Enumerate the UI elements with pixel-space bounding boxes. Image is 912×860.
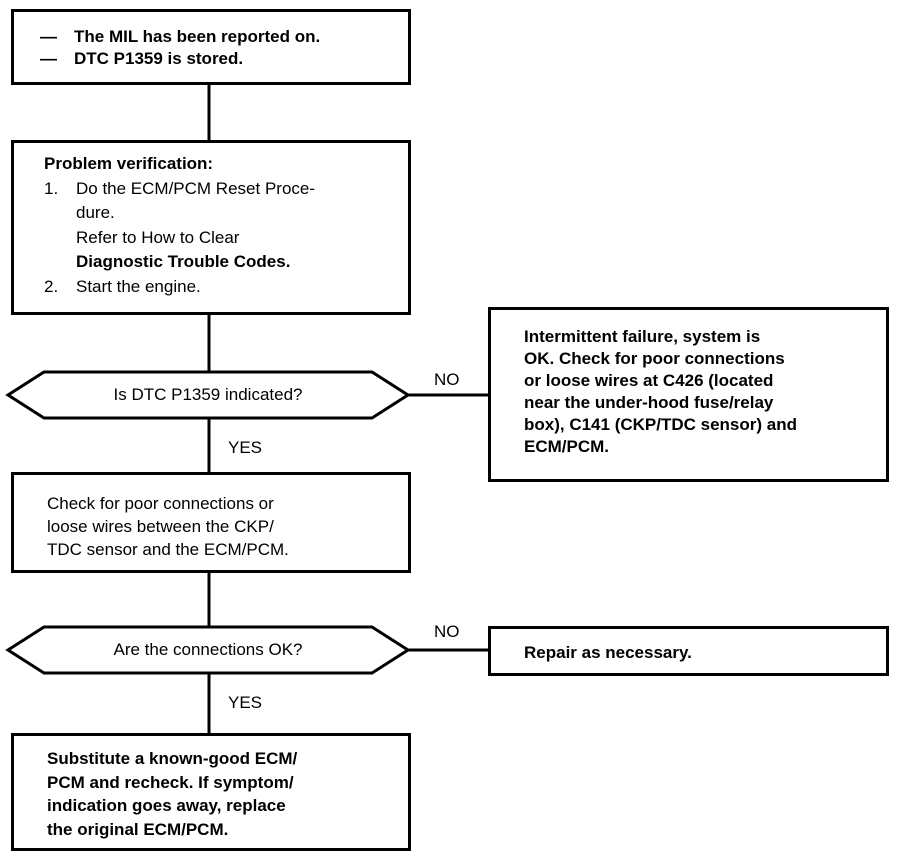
decision1-no-label: NO bbox=[434, 370, 460, 389]
dash-bullet: — bbox=[40, 27, 57, 46]
start-text-2: DTC P1359 is stored. bbox=[74, 49, 244, 68]
check-text-2: loose wires between the CKP/ bbox=[47, 517, 274, 536]
step-1-text-d: Diagnostic Trouble Codes. bbox=[76, 252, 291, 271]
decision1-label: Is DTC P1359 indicated? bbox=[113, 385, 303, 404]
substitute-text-1: Substitute a known-good ECM/ bbox=[47, 749, 298, 768]
step-2-text: Start the engine. bbox=[76, 276, 201, 296]
intermittent-text-4: near the under-hood fuse/relay bbox=[524, 393, 774, 412]
verification-step-1: 1. Do the ECM/PCM Reset Proce- bbox=[44, 177, 398, 202]
step-1-number: 1. bbox=[44, 178, 59, 198]
intermittent-text-6: ECM/PCM. bbox=[524, 437, 609, 456]
start-text-1: The MIL has been reported on. bbox=[74, 27, 321, 46]
decision2-label: Are the connections OK? bbox=[113, 640, 303, 659]
substitute-text-3: indication goes away, replace bbox=[47, 796, 286, 815]
verification-box: Problem verification: 1. Do the ECM/PCM … bbox=[11, 140, 411, 315]
substitute-box: Substitute a known-good ECM/ PCM and rec… bbox=[11, 733, 411, 851]
intermittent-text-5: box), C141 (CKP/TDC sensor) and bbox=[524, 415, 797, 434]
start-box: — The MIL has been reported on. — DTC P1… bbox=[11, 9, 411, 85]
intermittent-text-1: Intermittent failure, system is bbox=[524, 327, 761, 346]
step-1-text-b: dure. bbox=[76, 203, 115, 222]
step-2-number: 2. bbox=[44, 276, 59, 296]
start-line-1: — The MIL has been reported on. bbox=[40, 26, 396, 48]
decision1-hexagon bbox=[5, 370, 411, 420]
decision2-yes-label: YES bbox=[228, 693, 263, 712]
dash-bullet: — bbox=[40, 49, 57, 68]
substitute-text-2: PCM and recheck. If symptom/ bbox=[47, 772, 294, 792]
start-line-2: — DTC P1359 is stored. bbox=[40, 48, 396, 70]
repair-box: Repair as necessary. bbox=[488, 626, 889, 676]
decision2-hexagon bbox=[5, 625, 411, 675]
repair-text: Repair as necessary. bbox=[524, 643, 692, 662]
verification-step-2: 2. Start the engine. bbox=[44, 275, 398, 300]
check-text-1: Check for poor connections or bbox=[47, 494, 274, 513]
decision1-yes-label: YES bbox=[228, 438, 263, 457]
verification-title: Problem verification: bbox=[44, 154, 214, 173]
check-text-3: TDC sensor and the ECM/PCM. bbox=[47, 540, 289, 559]
check-connections-box: Check for poor connections or loose wire… bbox=[11, 472, 411, 573]
intermittent-text-3: or loose wires at C426 (located bbox=[524, 371, 774, 390]
intermittent-failure-box: Intermittent failure, system is OK. Chec… bbox=[488, 307, 889, 482]
step-1-text-a: Do the ECM/PCM Reset Proce- bbox=[76, 178, 316, 198]
decision2-no-label: NO bbox=[434, 622, 460, 641]
step-1-text-c: Refer to How to Clear bbox=[76, 227, 240, 247]
substitute-text-4: the original ECM/PCM. bbox=[47, 819, 229, 839]
intermittent-text-2: OK. Check for poor connections bbox=[524, 349, 785, 368]
